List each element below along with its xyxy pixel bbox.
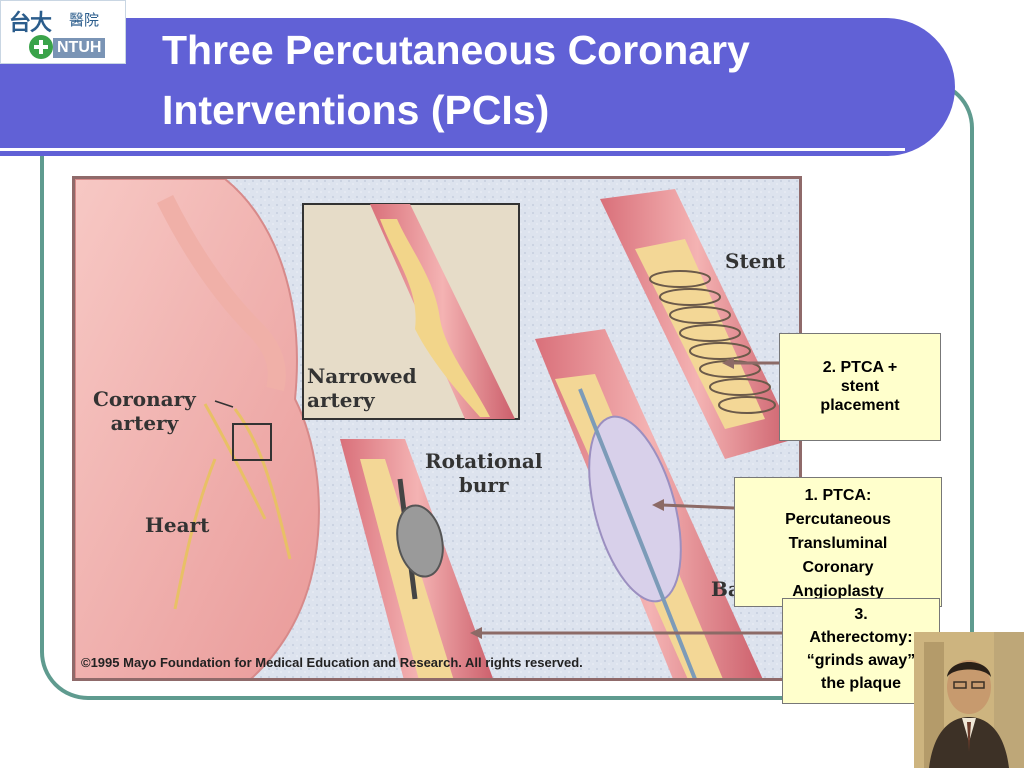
balloon xyxy=(588,415,682,603)
ntuh-logo: 台大 醫院 NTUH xyxy=(0,0,126,64)
label-narrowed-artery: Narrowed artery xyxy=(307,364,417,412)
logo-chinese-hospital: 醫院 xyxy=(69,11,100,29)
green-cross-icon xyxy=(29,35,53,59)
title-underline xyxy=(0,148,905,151)
copyright-notice: ©1995 Mayo Foundation for Medical Educat… xyxy=(81,655,583,670)
arrow-ptca-head xyxy=(652,499,664,511)
arrow-atherectomy-head xyxy=(470,627,482,639)
slide-title-line-2: Interventions (PCIs) xyxy=(162,87,550,133)
portrait-image xyxy=(914,632,1024,768)
label-stent: Stent xyxy=(725,249,786,273)
illustration-art xyxy=(75,179,799,678)
arrow-stent-head xyxy=(722,357,734,369)
callout-ptca: 1. PTCA: Percutaneous Transluminal Coron… xyxy=(734,477,942,607)
arrow-ptca xyxy=(661,503,735,510)
label-coronary-artery: Coronary artery xyxy=(93,387,196,435)
title-bar xyxy=(0,18,955,156)
label-rotational-burr: Rotational burr xyxy=(425,449,543,497)
rotational-burr xyxy=(396,504,444,578)
callout-stent-placement: 2. PTCA + stent placement xyxy=(779,333,941,441)
heart-shape xyxy=(75,179,320,678)
callout-atherectomy: 3. Atherectomy: “grinds away” the plaque xyxy=(782,598,940,704)
label-heart: Heart xyxy=(145,513,210,537)
logo-abbr: NTUH xyxy=(53,38,106,58)
pci-illustration: Narrowed artery Stent Rotational burr Co… xyxy=(72,176,802,681)
slide-title-line-1: Three Percutaneous Coronary xyxy=(162,27,750,73)
presenter-portrait xyxy=(914,632,1024,768)
slide-title: Three Percutaneous Coronary Intervention… xyxy=(162,20,942,140)
logo-chinese-name: 台大 xyxy=(9,10,52,36)
zoom-box xyxy=(232,423,272,461)
